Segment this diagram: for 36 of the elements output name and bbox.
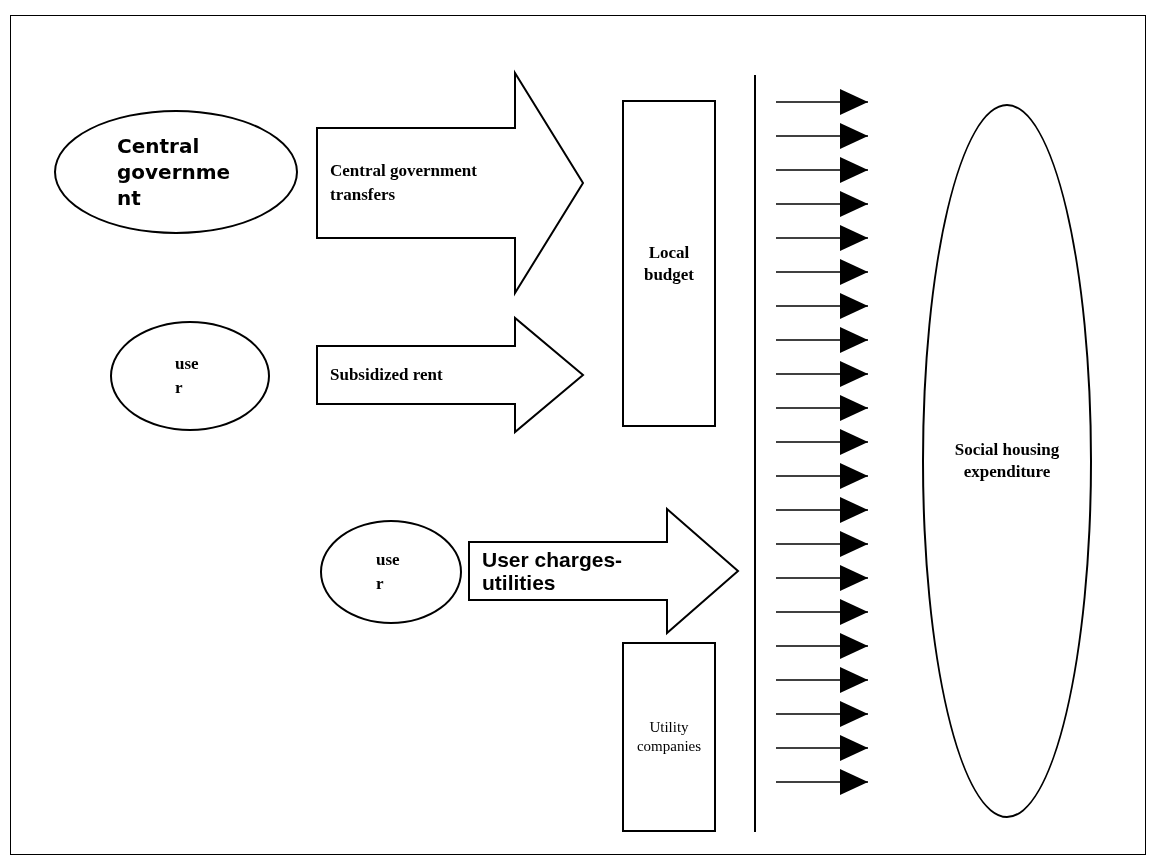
node-label: Central government xyxy=(117,133,232,211)
rectangle-node xyxy=(622,642,716,832)
edge-label: User charges-utilities xyxy=(482,548,624,594)
node-label: Utility companies xyxy=(635,718,703,756)
arrow xyxy=(775,497,869,523)
block-arrow xyxy=(316,315,585,435)
arrow xyxy=(775,429,869,455)
arrow xyxy=(775,157,869,183)
arrow xyxy=(775,89,869,115)
node-label: Local budget xyxy=(642,241,696,286)
rectangle-node xyxy=(622,100,716,427)
arrow xyxy=(775,123,869,149)
arrow xyxy=(775,361,869,387)
arrow xyxy=(775,191,869,217)
node-label: Social housing expenditure xyxy=(953,439,1061,483)
node-label: user xyxy=(175,353,200,399)
arrow xyxy=(775,667,869,693)
arrow xyxy=(775,701,869,727)
edge-label: Subsidized rent xyxy=(330,364,443,386)
arrow xyxy=(775,293,869,319)
arrow xyxy=(775,769,869,795)
arrow xyxy=(775,565,869,591)
arrow xyxy=(775,225,869,251)
arrow xyxy=(775,327,869,353)
arrow xyxy=(775,463,869,489)
block-arrow xyxy=(468,506,740,636)
arrow xyxy=(775,395,869,421)
node-label: user xyxy=(376,549,401,595)
arrow xyxy=(775,599,869,625)
arrow xyxy=(775,259,869,285)
block-arrow xyxy=(316,69,585,297)
arrow xyxy=(775,531,869,557)
arrow xyxy=(775,735,869,761)
vertical-line xyxy=(754,75,756,832)
arrow xyxy=(775,633,869,659)
edge-label: Central government transfers xyxy=(330,160,478,206)
